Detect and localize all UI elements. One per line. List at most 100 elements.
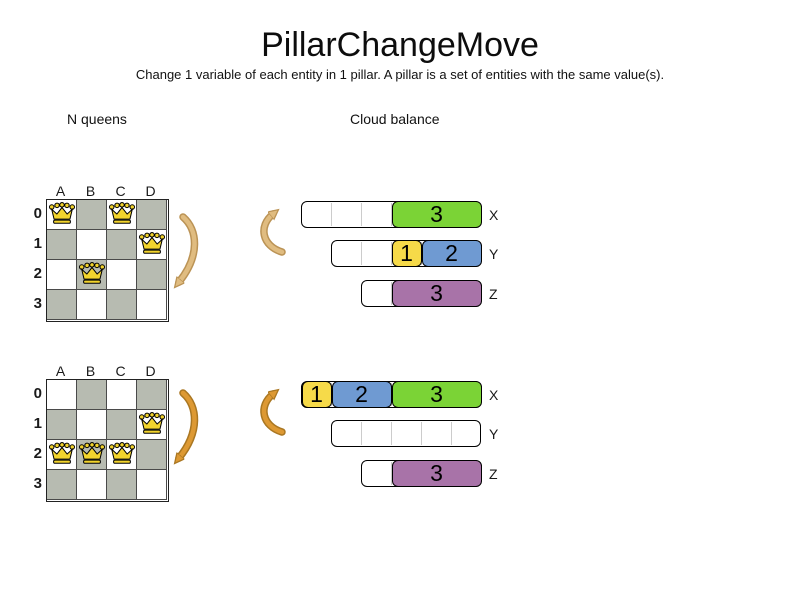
process-block: 3 <box>391 380 482 408</box>
computer-label: Z <box>489 466 498 482</box>
row-label: 0 <box>33 385 42 402</box>
board-cell <box>47 440 77 470</box>
board-cell <box>47 410 77 440</box>
computer-label: X <box>489 207 499 223</box>
computer-bar-y <box>331 420 481 447</box>
column-label: A <box>55 363 67 379</box>
process-block: 2 <box>421 239 482 267</box>
capacity-gridline <box>450 422 452 445</box>
board-cell <box>137 470 167 500</box>
board-cell <box>77 290 107 320</box>
process-value: 3 <box>430 459 443 486</box>
process-block: 3 <box>391 459 482 487</box>
move-arrow-board-before-icon <box>168 213 199 302</box>
board-grid <box>46 199 169 322</box>
process-value: 2 <box>445 239 458 266</box>
board-cell <box>107 410 137 440</box>
board-cell <box>107 230 137 260</box>
process-block: 3 <box>391 279 482 307</box>
board-cell <box>137 230 167 260</box>
column-label: A <box>55 183 67 199</box>
board-cell <box>77 260 107 290</box>
column-label: C <box>115 363 127 379</box>
computer-bar-x: 3 2 1 <box>301 380 482 408</box>
move-arrow-board-after-icon <box>168 389 199 478</box>
process-block: 1 <box>301 380 332 408</box>
capacity-gridline <box>390 242 392 265</box>
computer-bar-x: 3 <box>301 200 482 228</box>
queen-icon <box>138 232 165 254</box>
capacity-gridline <box>390 422 392 445</box>
board-cell <box>47 470 77 500</box>
capacity-gridline <box>360 203 362 226</box>
column-label: C <box>115 183 127 199</box>
computer-label: Z <box>489 286 498 302</box>
computer-label: Y <box>489 246 499 262</box>
row-label: 2 <box>33 445 42 462</box>
queen-icon <box>78 442 105 464</box>
row-label: 1 <box>33 415 42 432</box>
computer-bar-z: 3 <box>361 279 482 307</box>
process-value: 2 <box>355 380 368 407</box>
board-cell <box>77 470 107 500</box>
queen-icon <box>108 202 135 224</box>
board-cell <box>137 290 167 320</box>
board-cell <box>137 200 167 230</box>
move-arrow-cloud-after-icon <box>260 380 286 436</box>
queen-icon <box>108 442 135 464</box>
row-label: 2 <box>33 265 42 282</box>
board-cell <box>47 200 77 230</box>
column-label: D <box>145 183 157 199</box>
process-value: 3 <box>430 380 443 407</box>
board-cell <box>107 290 137 320</box>
board-cell <box>47 290 77 320</box>
capacity-gridline <box>360 242 362 265</box>
board-cell <box>137 410 167 440</box>
board-cell <box>107 260 137 290</box>
board-cell <box>47 260 77 290</box>
board-cell <box>107 440 137 470</box>
board-cell <box>77 200 107 230</box>
process-value: 1 <box>310 380 323 407</box>
board-cell <box>77 410 107 440</box>
capacity-gridline <box>360 422 362 445</box>
board-cell <box>137 380 167 410</box>
process-block: 2 <box>331 380 392 408</box>
row-label: 3 <box>33 475 42 492</box>
computer-label: X <box>489 387 499 403</box>
board-cell <box>107 200 137 230</box>
page-title: PillarChangeMove <box>261 26 539 64</box>
computer-bar-z: 3 <box>361 459 482 487</box>
computer-label: Y <box>489 426 499 442</box>
move-arrow-cloud-before-icon <box>260 200 286 256</box>
process-value: 3 <box>430 200 443 227</box>
board-cell <box>47 230 77 260</box>
queen-icon <box>78 262 105 284</box>
board-cell <box>77 230 107 260</box>
page-subtitle: Change 1 variable of each entity in 1 pi… <box>135 67 665 82</box>
column-label: B <box>85 183 97 199</box>
capacity-gridline <box>330 203 332 226</box>
board-cell <box>107 470 137 500</box>
queen-icon <box>138 412 165 434</box>
process-value: 1 <box>400 239 413 266</box>
section-label-cloud-balance: Cloud balance <box>350 111 440 127</box>
process-block: 3 <box>391 200 482 228</box>
capacity-gridline <box>420 422 422 445</box>
capacity-gridline <box>390 462 392 485</box>
board-cell <box>77 440 107 470</box>
queen-icon <box>48 202 75 224</box>
board-cell <box>107 380 137 410</box>
column-label: D <box>145 363 157 379</box>
board-grid <box>46 379 169 502</box>
board-cell <box>137 260 167 290</box>
board-cell <box>47 380 77 410</box>
process-value: 3 <box>430 279 443 306</box>
process-block: 1 <box>391 239 422 267</box>
